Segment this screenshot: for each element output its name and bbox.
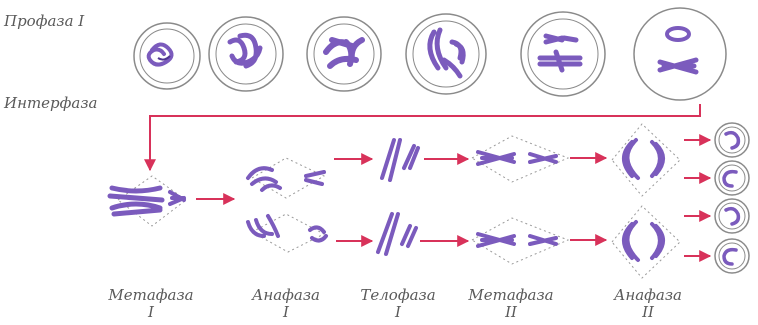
label-anaphase-2-num: II xyxy=(593,305,703,320)
label-anaphase-2: Анафаза II xyxy=(593,288,703,320)
daughter-cell-1 xyxy=(715,123,749,157)
anaphase-2-top xyxy=(612,124,680,196)
label-metaphase-2-name: Метафаза xyxy=(468,286,553,304)
label-prophase-1: Профаза I xyxy=(4,14,84,29)
daughter-cell-4 xyxy=(715,239,749,273)
metaphase-2-bottom xyxy=(472,218,568,264)
label-telophase-1-num: I xyxy=(343,305,453,320)
label-telophase-1: Телофаза I xyxy=(343,288,453,320)
prophase-cell-5 xyxy=(521,12,605,96)
label-metaphase-1-num: I xyxy=(96,305,206,320)
telophase-1-bottom xyxy=(378,214,416,254)
metaphase-1-cell xyxy=(110,176,186,226)
label-telophase-1-name: Телофаза xyxy=(360,286,435,304)
label-metaphase-1: Метафаза I xyxy=(96,288,206,320)
metaphase-2-top xyxy=(472,136,568,182)
label-anaphase-1: Анафаза I xyxy=(231,288,341,320)
label-interphase: Интерфаза xyxy=(4,96,97,111)
label-metaphase-2: Метафаза II xyxy=(456,288,566,320)
daughter-cell-2 xyxy=(715,161,749,195)
prophase-cell-2 xyxy=(209,17,283,91)
prophase-cell-4 xyxy=(406,14,486,94)
label-anaphase-1-name: Анафаза xyxy=(252,286,320,304)
label-anaphase-1-num: I xyxy=(231,305,341,320)
prophase-cell-6 xyxy=(634,8,726,100)
connector-line xyxy=(150,104,700,170)
prophase-cell-3 xyxy=(307,17,381,91)
label-metaphase-2-num: II xyxy=(456,305,566,320)
telophase-1-top xyxy=(382,140,418,180)
anaphase-1-top xyxy=(248,158,324,198)
anaphase-1-bottom xyxy=(248,214,326,252)
anaphase-2-bottom xyxy=(612,206,680,278)
label-anaphase-2-name: Анафаза xyxy=(614,286,682,304)
daughter-cell-3 xyxy=(715,199,749,233)
label-metaphase-1-name: Метафаза xyxy=(108,286,193,304)
prophase-cell-1 xyxy=(134,23,200,89)
